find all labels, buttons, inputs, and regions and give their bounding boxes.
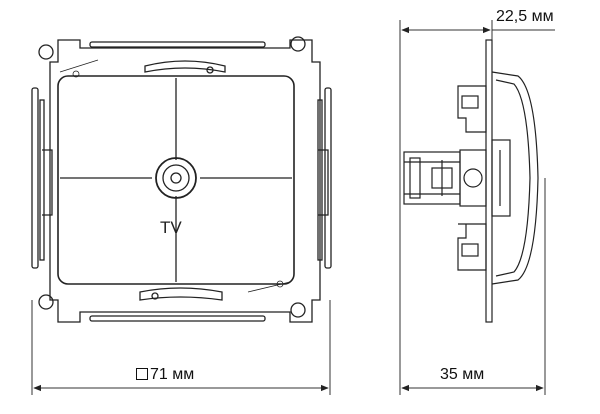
side-upper-window xyxy=(461,95,479,109)
width-dimension-text: 71 мм xyxy=(136,366,194,384)
side-lower-block xyxy=(457,223,487,271)
side-lower-window xyxy=(461,243,479,257)
top-clip-hole xyxy=(206,66,214,74)
width-dimension-value: 71 мм xyxy=(150,366,195,383)
frame-slot-left xyxy=(31,87,39,269)
brand-mark-top xyxy=(59,59,99,73)
frame-slot-top xyxy=(89,41,266,48)
bottom-clip xyxy=(139,287,223,301)
frame-slot-right xyxy=(324,87,332,269)
right-rail xyxy=(317,99,323,261)
side-mechanism-ring xyxy=(463,168,483,188)
front-view xyxy=(31,36,332,323)
side-cover-inner xyxy=(495,79,531,277)
side-mechanism xyxy=(459,149,487,207)
side-upper-block xyxy=(457,85,487,133)
depth-dimension-text: 35 мм xyxy=(440,366,485,383)
frame-slot-bottom xyxy=(89,315,266,322)
socket-label-tv: TV xyxy=(160,218,182,237)
side-inner-insert xyxy=(491,139,511,217)
frame-offset-dimension-text: 22,5 мм xyxy=(496,8,554,25)
frame-hole-bl xyxy=(38,294,54,310)
right-clip xyxy=(318,149,329,216)
mounting-frame xyxy=(49,39,321,323)
side-cover-profile xyxy=(491,71,539,285)
corner-mark-br xyxy=(276,280,284,288)
coax-socket-pin xyxy=(170,172,182,184)
side-connector-sleeve xyxy=(409,157,421,199)
frame-hole-tl xyxy=(38,44,54,60)
corner-mark-tl xyxy=(72,70,80,78)
left-clip xyxy=(42,149,53,216)
left-rail xyxy=(39,99,45,261)
coax-socket-ring xyxy=(162,164,190,192)
width-dimension xyxy=(31,300,331,395)
bottom-clip-hole xyxy=(151,292,159,300)
side-view xyxy=(403,39,539,323)
frame-hole-br xyxy=(290,302,306,318)
frame-hole-tr xyxy=(290,36,306,52)
square-symbol-icon xyxy=(136,368,148,380)
side-dimensions xyxy=(399,20,555,395)
top-clip xyxy=(144,60,226,73)
coax-socket-outer xyxy=(155,157,197,199)
cover-plate xyxy=(57,75,295,285)
side-frame-plate xyxy=(485,39,493,323)
